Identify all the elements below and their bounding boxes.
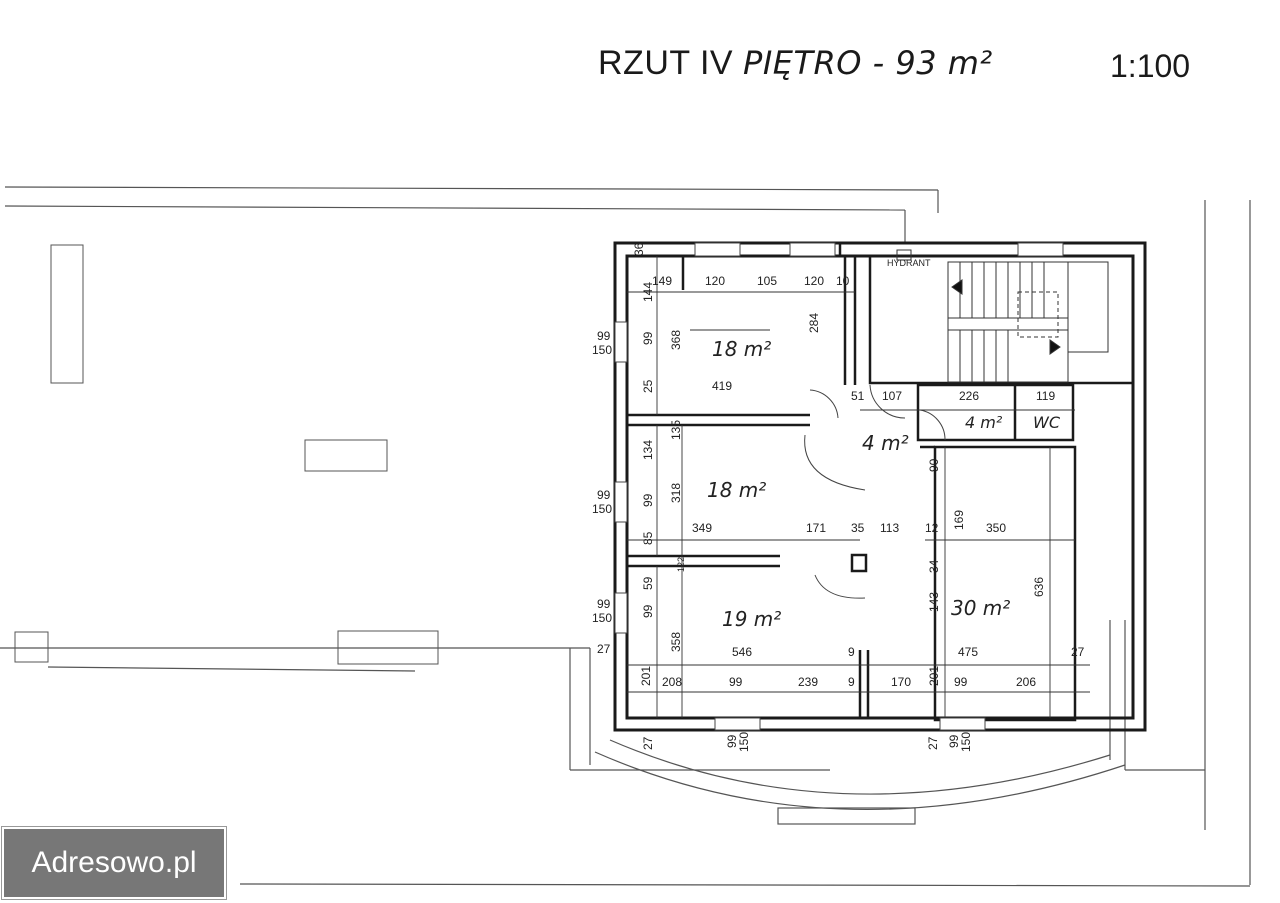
dim-r3-3: 358 [669, 632, 683, 652]
title-floor-area: PIĘTRO - 93 m² [743, 44, 993, 82]
dim-top-2: 120 [705, 274, 725, 288]
dim-hall-2: 107 [882, 389, 902, 403]
dim-r2-10: 12 [925, 521, 939, 535]
dim-win-bot-1: 99 [725, 734, 739, 748]
dim-r4-3: 350 [986, 521, 1006, 535]
site-elements [14, 244, 439, 665]
title-prefix: RZUT IV [598, 44, 744, 82]
dim-r4-1: 90 [927, 458, 941, 472]
dim-win-left-1: 99 [597, 329, 611, 343]
dim-win-left-2: 150 [592, 343, 612, 357]
dim-r3-8: 27 [597, 642, 611, 656]
dim-l1-2: 144 [641, 282, 655, 302]
hydrant-label: HYDRANT [887, 258, 931, 268]
dim-r2-3: 318 [669, 483, 683, 503]
dim-r3-5: 546 [732, 645, 752, 659]
dim-r2-1: 134 [641, 440, 655, 460]
dim-l1-1: 36 [632, 242, 646, 256]
dim-r3-4: 122 [676, 557, 686, 572]
room-label-wc: WC [1033, 413, 1061, 432]
dim-hall-4: 119 [1036, 389, 1055, 403]
door-swings [804, 384, 946, 599]
dim-bot-1: 201 [639, 666, 653, 686]
room-area-1: 18 m² [712, 337, 771, 361]
building-outline [0, 186, 1251, 887]
dim-r2-6: 349 [692, 521, 712, 535]
watermark-logo: Adresowo.pl [1, 826, 227, 900]
dim-win-left-4: 150 [592, 502, 612, 516]
dim-l1-5: 25 [641, 379, 655, 393]
dim-r3-7: 9 [848, 675, 855, 689]
dim-bot-8: 206 [1016, 675, 1036, 689]
dim-win-left-6: 150 [592, 611, 612, 625]
dim-r2-2: 99 [641, 493, 655, 507]
dim-r3-1: 59 [641, 576, 655, 590]
windows [614, 242, 1064, 731]
dim-top-5: 10 [836, 274, 850, 288]
dim-l1-3: 99 [641, 331, 655, 345]
dim-r4-5: 143 [927, 592, 941, 612]
dimension-labels: 149 120 105 120 10 36 144 99 368 25 99 1… [592, 242, 1085, 752]
dim-r3-2: 99 [641, 604, 655, 618]
dim-r2-9: 113 [880, 521, 899, 535]
dim-l1-4: 368 [669, 330, 683, 350]
dim-win-bot-2: 150 [737, 732, 751, 752]
dim-win-bot-4: 150 [959, 732, 973, 752]
dimension-lines [627, 256, 1090, 718]
apartment-walls [613, 241, 1147, 732]
dim-bot-10: 27 [926, 736, 940, 750]
plan-scale: 1:100 [1110, 48, 1191, 84]
dim-bot-3: 99 [729, 675, 743, 689]
dim-top-3: 105 [757, 274, 777, 288]
room-area-hall: 4 m² [862, 431, 909, 455]
dim-r4-7: 475 [958, 645, 978, 659]
dim-r4-2: 169 [952, 510, 966, 530]
dim-bot-2: 208 [662, 675, 682, 689]
dim-top-1: 149 [652, 274, 672, 288]
dim-win-left-5: 99 [597, 597, 611, 611]
room-area-4: 30 m² [951, 596, 1010, 620]
dim-hall-3: 226 [959, 389, 979, 403]
dim-hall-1: 51 [851, 389, 865, 403]
dim-r2-8: 35 [851, 521, 865, 535]
staircase [896, 249, 1109, 383]
dim-bot-4: 239 [798, 675, 818, 689]
dim-r2-5: 135 [669, 420, 683, 440]
room-area-bath: 4 m² [965, 413, 1003, 432]
interior-walls [627, 243, 1133, 722]
dim-win-bot-3: 99 [947, 734, 961, 748]
dim-bot-9: 27 [641, 736, 655, 750]
room-area-2: 18 m² [707, 478, 766, 502]
dim-r1-1: 284 [807, 313, 821, 333]
dim-r4-6: 636 [1032, 577, 1046, 597]
dim-r4-4: 34 [927, 559, 941, 573]
dim-r4-8: 27 [1071, 645, 1085, 659]
dim-r2-7: 171 [806, 521, 826, 535]
dim-r1-2: 419 [712, 379, 732, 393]
dim-r2-4: 85 [641, 531, 655, 545]
dim-win-left-3: 99 [597, 488, 611, 502]
room-area-3: 19 m² [722, 607, 781, 631]
dim-bot-6: 201 [927, 666, 941, 686]
dim-bot-7: 99 [954, 675, 968, 689]
dim-bot-5: 170 [891, 675, 911, 689]
dim-top-4: 120 [804, 274, 824, 288]
room-areas: 18 m² 18 m² 19 m² 30 m² 4 m² 4 m² WC [707, 337, 1061, 631]
plan-title: RZUT IV PIĘTRO - 93 m² [598, 44, 993, 83]
dim-r3-6: 9 [848, 645, 855, 659]
